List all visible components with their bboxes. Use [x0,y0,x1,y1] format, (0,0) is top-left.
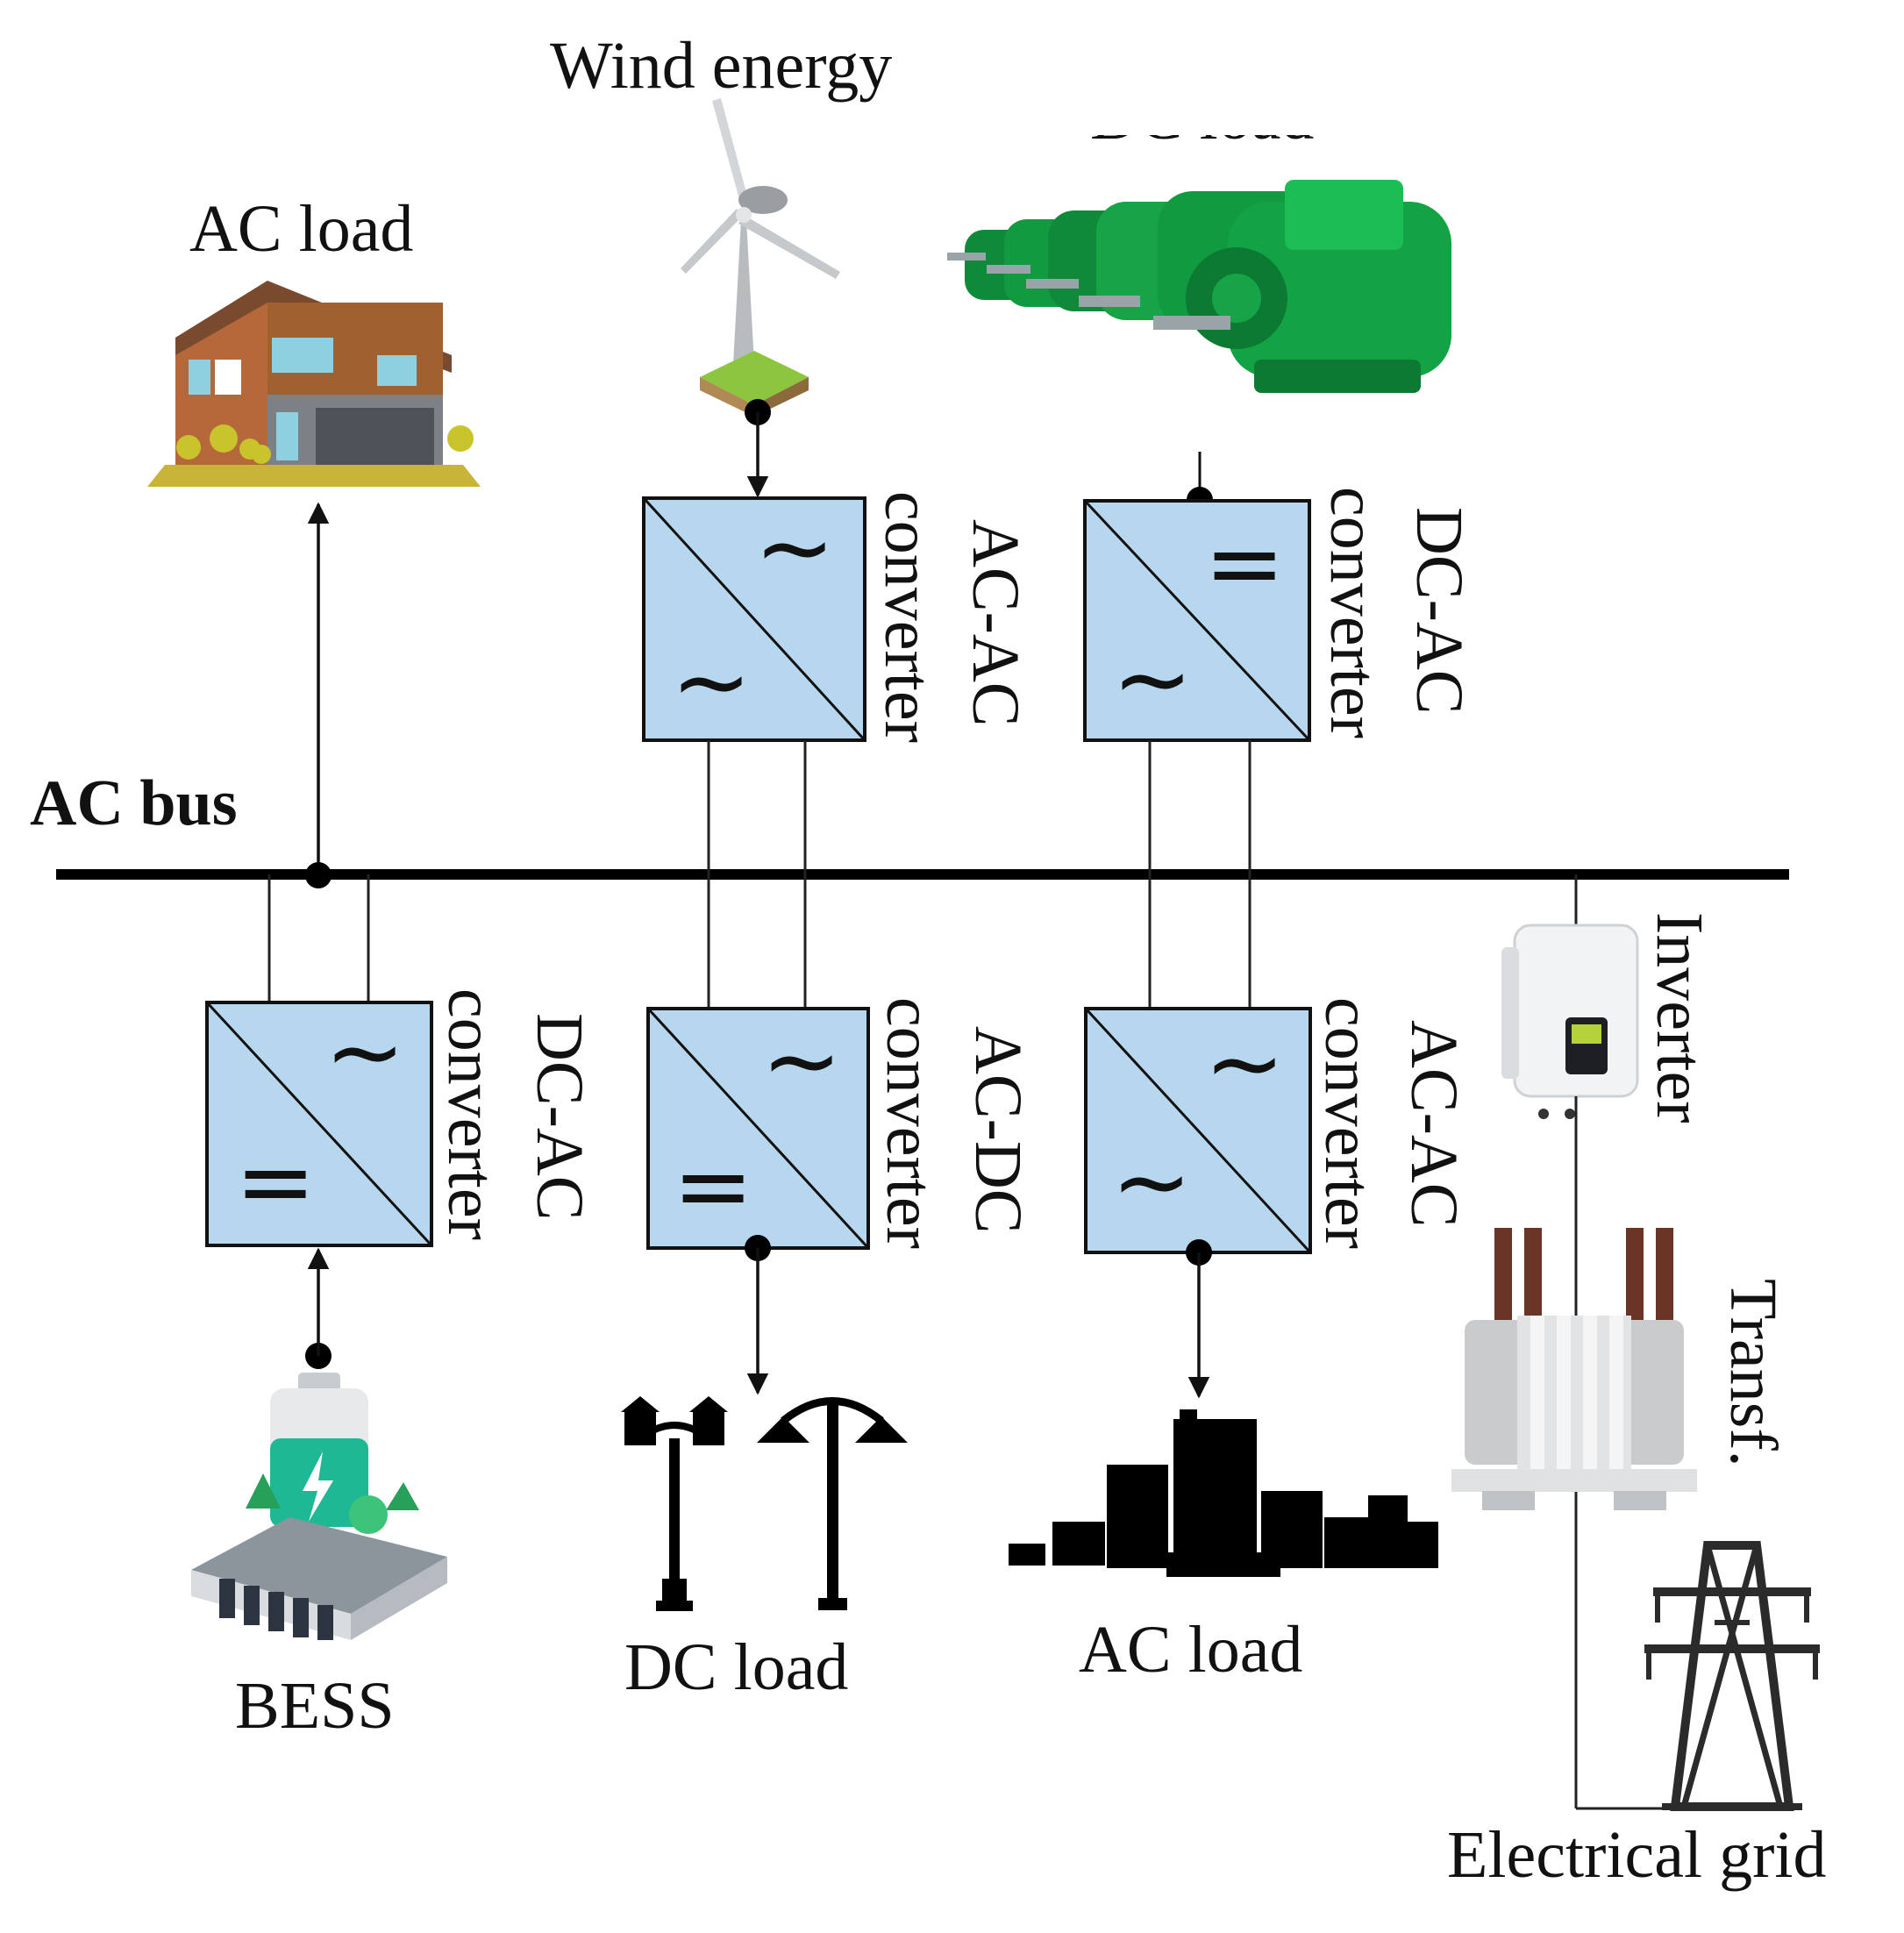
ac-bus-label: AC bus [30,767,238,839]
bess-converter-word: converter [434,988,508,1240]
transformer-icon [1451,1228,1697,1510]
converter-symbol-bottom: ~ [1112,623,1193,735]
ac-ac-converter-bottom: ~ ~ [1084,1007,1312,1254]
inverter-label: Inverter [1643,912,1716,1123]
wind-turbine-icon [681,98,840,417]
converter-symbol-top: ~ [754,491,835,603]
bess-label: BESS [235,1669,395,1743]
electrical-grid-label: Electrical grid [1447,1818,1827,1892]
dc-ac-converter-top: = ~ [1083,499,1311,742]
transformer-label: Transf. [1716,1279,1790,1467]
converter-symbol-top: = [1204,507,1285,619]
street-lamps-icon [621,1396,908,1611]
converter-symbol-bottom: = [235,1125,316,1238]
ac-ac-bottom-converter-type: AC-AC [1397,1020,1471,1227]
converter-symbol-top: ~ [324,995,405,1108]
transmission-tower-icon [1644,1541,1820,1811]
ac-dc-converter-type: AC-DC [961,1026,1035,1233]
wind-energy-label: Wind energy [550,29,892,103]
converter-symbol-bottom: ~ [1111,1125,1192,1238]
wind-converter-type: AC-AC [959,519,1032,726]
ac-load-bottom-label: AC load [1079,1613,1302,1687]
ac-load-top-label: AC load [189,192,413,266]
bess-dc-ac-converter: ~ = [205,995,433,1247]
dc-ac-top-converter-word: converter [1316,487,1390,738]
city-buildings-icon [1009,1409,1438,1577]
dc-ac-top-converter-type: DC-AC [1402,507,1476,714]
converter-symbol-bottom: ~ [671,625,752,738]
converter-symbol-bottom: = [673,1130,753,1242]
wind-ac-ac-converter: ~ ~ [642,491,866,742]
bus-node-acload [305,862,332,888]
dc-motors-icon [947,180,1451,393]
inverter-device-icon [1501,924,1639,1119]
wind-converter-word: converter [871,491,945,743]
converter-symbol-top: ~ [1204,1007,1285,1119]
battery-storage-icon [191,1373,447,1640]
dc-load-bottom-label: DC load [624,1630,848,1704]
ac-dc-converter-word: converter [873,997,946,1249]
converter-symbol-top: ~ [761,1004,842,1116]
label-mask [1079,79,1342,135]
house-icon [147,281,481,487]
ac-dc-converter: ~ = [646,1004,870,1250]
bess-converter-type: DC-AC [523,1013,596,1220]
ac-ac-bottom-converter-word: converter [1311,997,1385,1249]
